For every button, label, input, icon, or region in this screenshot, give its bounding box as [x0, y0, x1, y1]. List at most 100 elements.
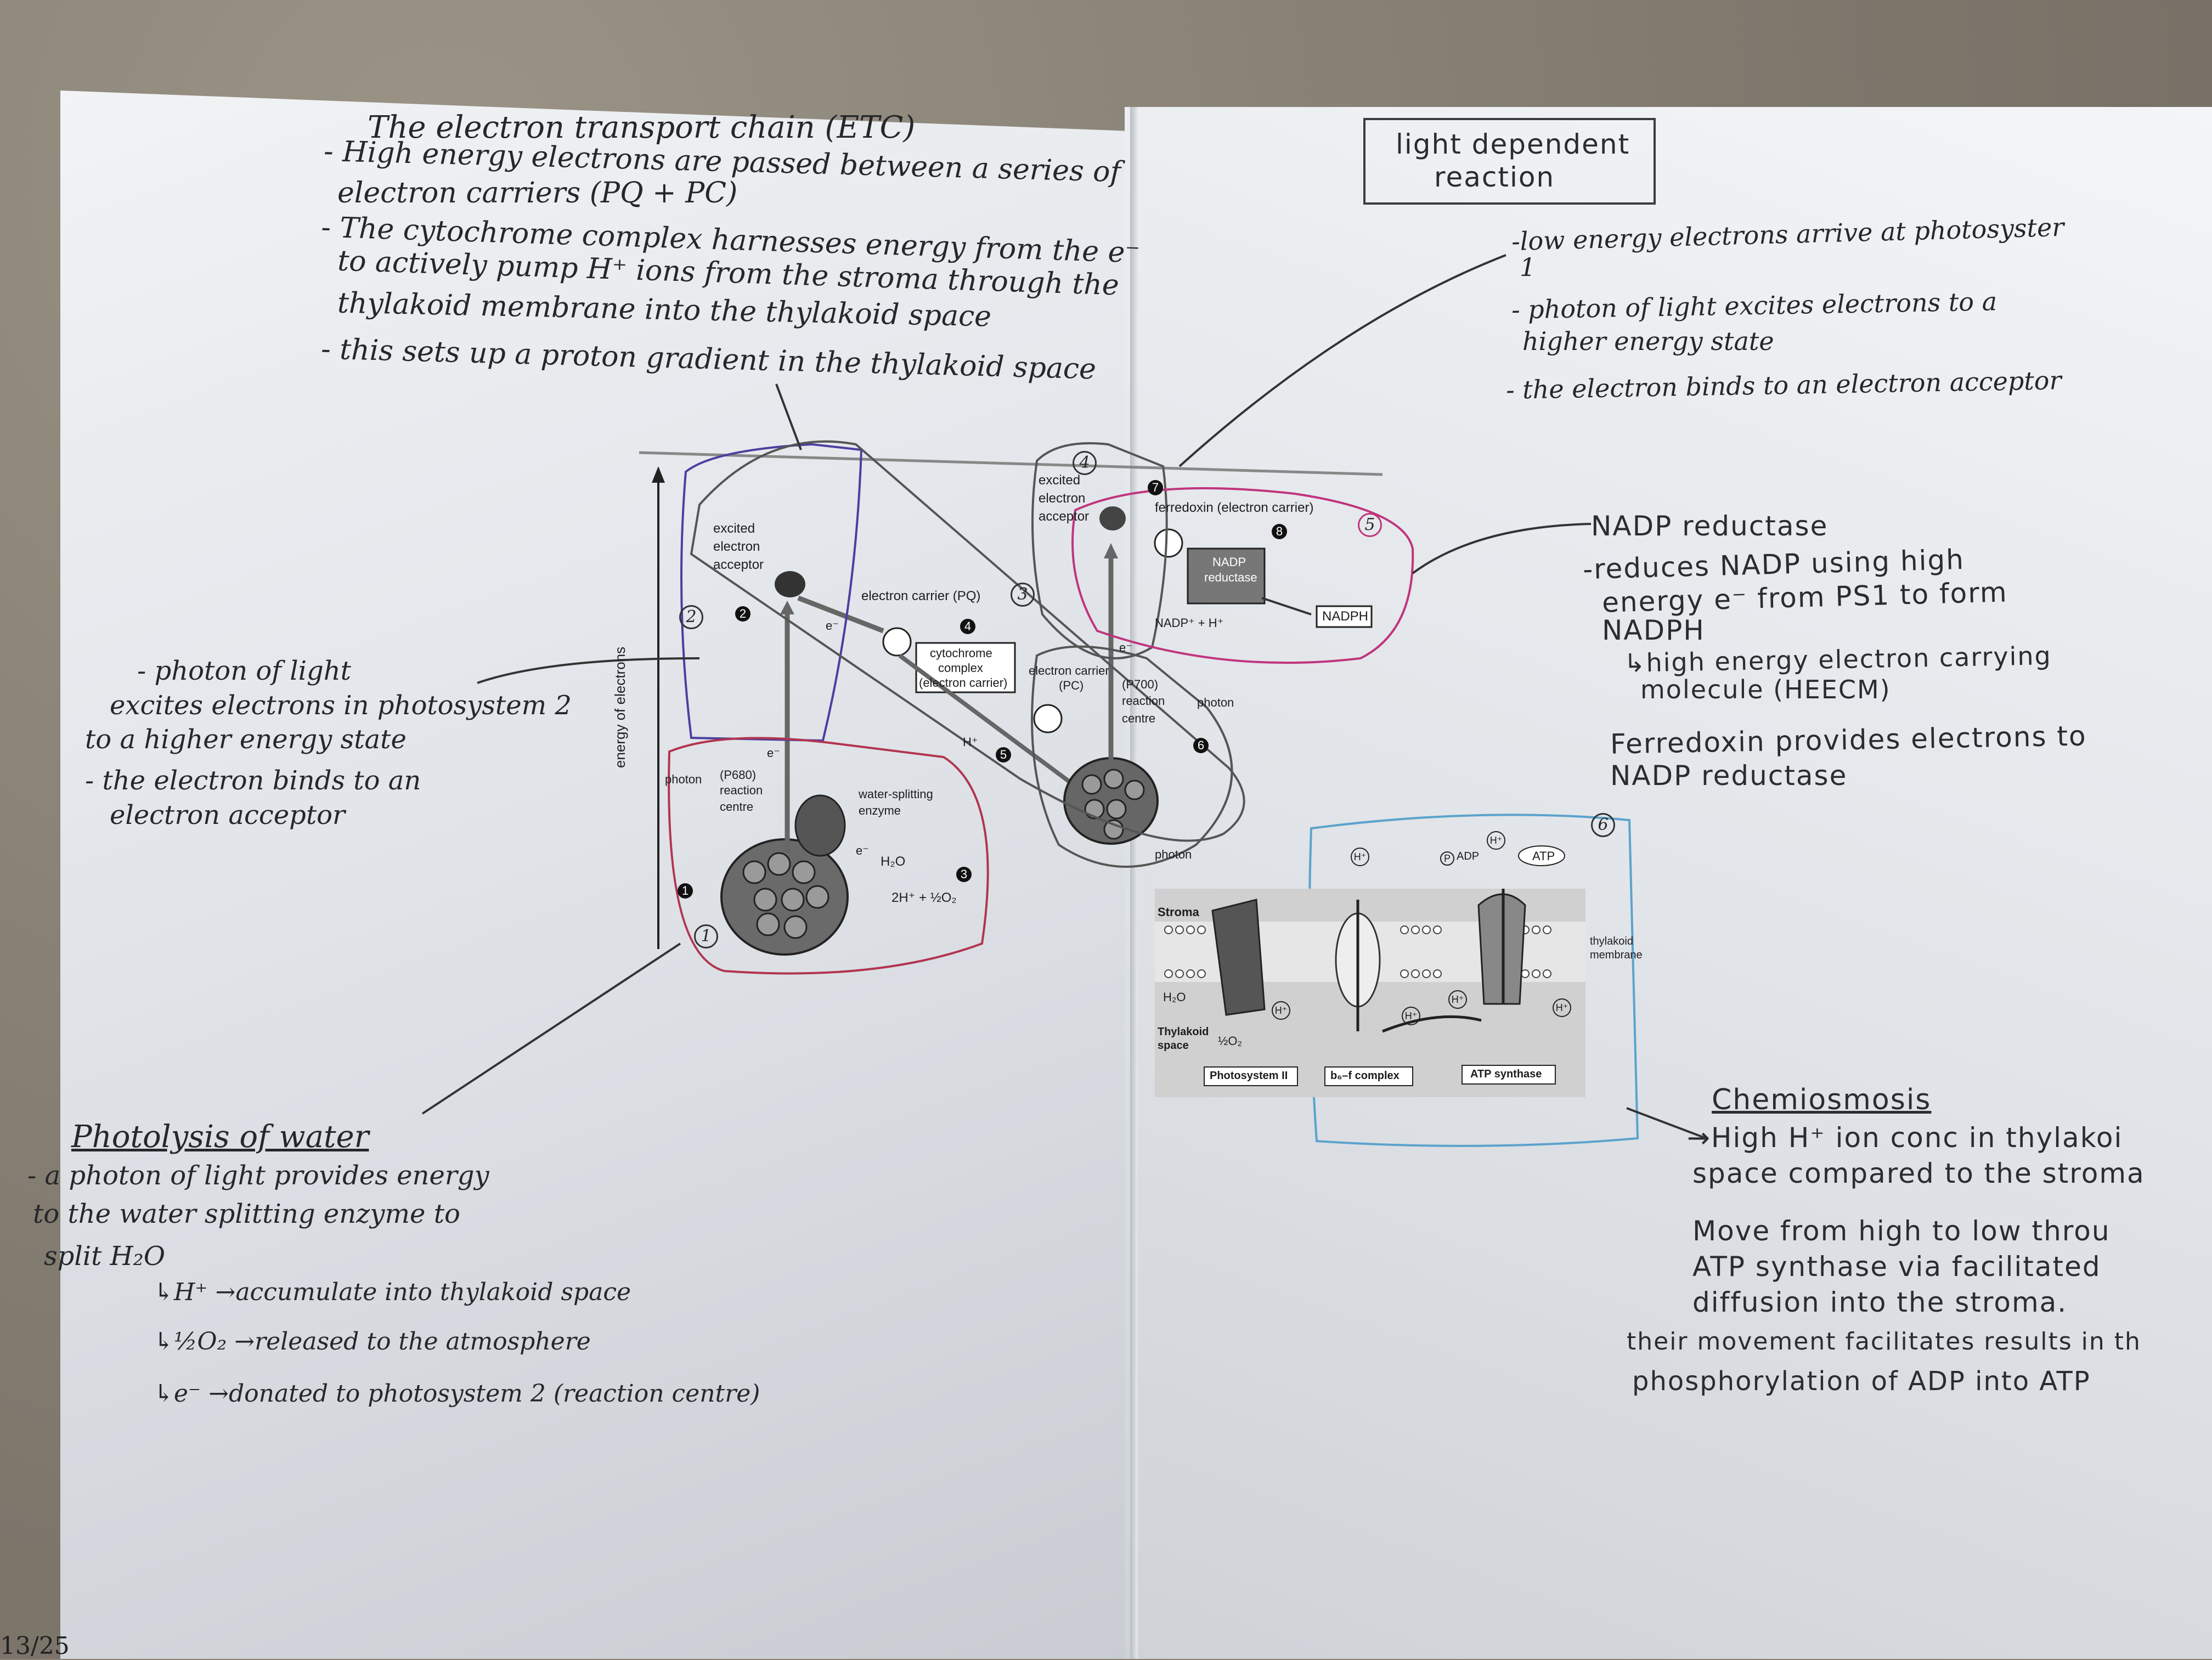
- nadph-box: [1316, 605, 1373, 628]
- electron-label: e⁻: [826, 619, 839, 633]
- ps2-note-line: electron acceptor: [110, 800, 345, 831]
- excited-acceptor-label: acceptor: [1039, 509, 1090, 524]
- step-number: 2: [735, 606, 751, 622]
- page-fold: [1130, 107, 1138, 1659]
- circled-number: 5: [1358, 513, 1382, 537]
- atp-label: ATP: [1532, 849, 1555, 863]
- circled-number: 3: [1011, 583, 1035, 607]
- electron-label: e⁻: [856, 844, 869, 857]
- circled-number: 1: [694, 924, 718, 948]
- h-plus-label: H⁺: [963, 735, 978, 749]
- ps2-box-label: Photosystem II: [1210, 1070, 1288, 1082]
- blue-ring-2: [680, 443, 863, 742]
- nadp-plus-label: NADP⁺ + H⁺: [1155, 616, 1224, 630]
- h2o-label: H₂O: [881, 854, 906, 869]
- ferredoxin-label: ferredoxin (electron carrier): [1155, 500, 1314, 515]
- ps1-line: higher energy state: [1522, 326, 1774, 356]
- excited-acceptor-label: electron: [713, 539, 760, 554]
- p700-label: reaction: [1122, 694, 1165, 708]
- excited-acceptor-label: electron: [1039, 491, 1086, 506]
- chemiosmosis-title: Chemiosmosis: [1712, 1083, 1932, 1116]
- chemi-line: →High H⁺ ion conc in thylakoi: [1687, 1122, 2123, 1154]
- h-ion-label: H⁺: [1553, 998, 1571, 1017]
- chemi-line: phosphorylation of ADP into ATP: [1632, 1366, 2091, 1397]
- ps2-note-line: excites electrons in photosystem 2: [110, 690, 572, 721]
- step-number: 8: [1272, 524, 1287, 539]
- p680-label: centre: [720, 800, 754, 814]
- pq-carrier-shape: [882, 627, 912, 657]
- excited-acceptor-label: excited: [1039, 473, 1081, 488]
- water-enzyme-label: water-splitting: [859, 787, 933, 801]
- h-ion-label: H⁺: [1272, 1001, 1290, 1020]
- membrane-o2-label: ½O₂: [1218, 1034, 1242, 1048]
- chemi-line: space compared to the stroma: [1692, 1158, 2145, 1189]
- photolysis-product: ↳e⁻ →donated to photosystem 2 (reaction …: [154, 1380, 760, 1408]
- circled-number: 4: [1073, 451, 1097, 475]
- nadp-line: NADPH: [1602, 614, 1705, 646]
- pink-ring-5: [1071, 487, 1414, 664]
- excited-acceptor-label: acceptor: [713, 557, 764, 572]
- chemi-line: Move from high to low throu: [1692, 1215, 2111, 1247]
- chemi-line: diffusion into the stroma.: [1692, 1286, 2068, 1318]
- step-number: 4: [960, 619, 975, 634]
- products-label: 2H⁺ + ½O₂: [891, 890, 957, 905]
- membrane-photon-label: photon: [1155, 848, 1192, 861]
- h-ion-label: H⁺: [1402, 1007, 1420, 1025]
- page-number: 13/25: [0, 1632, 70, 1660]
- ferredoxin-shape: [1154, 528, 1183, 558]
- water-splitting-enzyme-shape: [794, 794, 846, 857]
- grey-ring-etc: [690, 440, 1245, 842]
- step-number: 6: [1193, 738, 1209, 753]
- nadp-reductase-label: NADP: [1212, 555, 1246, 569]
- excited-acceptor-label: excited: [713, 521, 755, 536]
- electron-label: e⁻: [1119, 641, 1132, 654]
- photolysis-product: ↳½O₂ →released to the atmosphere: [154, 1328, 591, 1356]
- photolysis-line: split H₂O: [44, 1241, 166, 1272]
- h-ion-label: H⁺: [1487, 831, 1505, 850]
- axis-label: energy of electrons: [612, 646, 628, 768]
- box-title-line: reaction: [1434, 161, 1555, 193]
- atp-synthase-box-label: ATP synthase: [1470, 1068, 1542, 1080]
- etc-line: electron carriers (PQ + PC): [337, 177, 738, 210]
- cytochrome-label: complex: [938, 661, 983, 675]
- nadp-reductase-box: [1187, 547, 1266, 605]
- ps2-note-line: to a higher energy state: [85, 724, 407, 755]
- step-number: 7: [1148, 480, 1163, 495]
- ferredoxin-line: NADP reductase: [1610, 760, 1848, 792]
- ps1-line: 1: [1520, 252, 1536, 282]
- cytochrome-box: [915, 642, 1016, 693]
- photolysis-title: Photolysis of water: [71, 1119, 369, 1155]
- photon-label: photon: [1197, 696, 1234, 709]
- cytochrome-label: cytochrome: [930, 646, 992, 660]
- photosystem-ii-shape: [1211, 899, 1266, 1016]
- pc-carrier-shape: [1033, 704, 1063, 733]
- p680-label: reaction: [720, 783, 763, 797]
- photon-label: photon: [665, 772, 702, 786]
- excited-acceptor-2-shape: [1099, 506, 1126, 530]
- grey-ring-3: [1031, 645, 1233, 868]
- ps2-note-line: - photon of light: [137, 656, 351, 686]
- thylakoid-space-label: Thylakoid: [1158, 1026, 1209, 1038]
- pc-label: electron carrier: [1029, 664, 1109, 677]
- water-enzyme-label: enzyme: [859, 804, 901, 817]
- pq-label: electron carrier (PQ): [861, 589, 981, 603]
- circled-number: 6: [1591, 813, 1615, 837]
- thylakoid-space-label: space: [1158, 1040, 1189, 1052]
- nadp-reductase-label: reductase: [1204, 571, 1257, 584]
- photolysis-product: ↳H⁺ →accumulate into thylakoid space: [154, 1278, 631, 1306]
- nadp-reductase-title: NADP reductase: [1591, 510, 1829, 542]
- step-number: 5: [996, 747, 1011, 763]
- title-box: light dependent reaction: [1363, 118, 1656, 205]
- pc-label: (PC): [1059, 679, 1084, 692]
- photolysis-line: to the water splitting enzyme to: [33, 1199, 460, 1229]
- red-ring-1: [668, 737, 989, 975]
- etc-title: The electron transport chain (ETC): [368, 110, 916, 145]
- membrane-h2o-label: H₂O: [1163, 990, 1186, 1004]
- ps2-note-line: - the electron binds to an: [85, 765, 421, 796]
- p680-label: (P680): [720, 768, 757, 782]
- b6f-box-label: b₆–f complex: [1330, 1070, 1400, 1082]
- electron-label: e⁻: [767, 746, 780, 760]
- p700-label: (P700): [1122, 677, 1159, 691]
- adp-label: ADP: [1457, 850, 1480, 862]
